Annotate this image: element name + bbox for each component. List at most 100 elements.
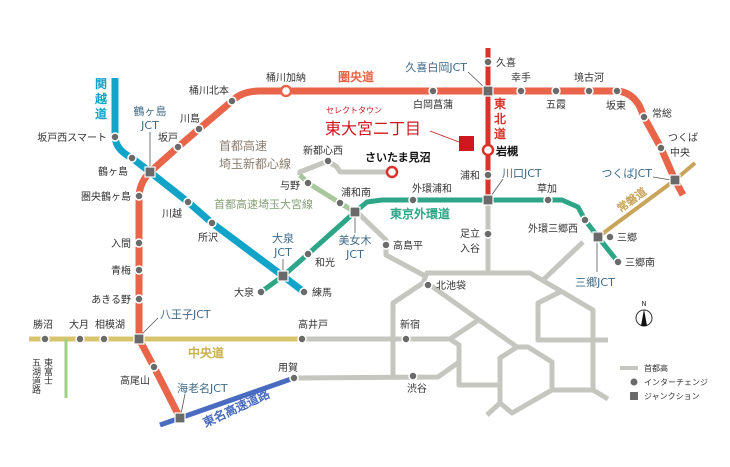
ic-dot[interactable] bbox=[408, 195, 418, 205]
ic-dot[interactable] bbox=[75, 334, 85, 344]
ic-dot[interactable] bbox=[639, 112, 649, 122]
ic-dot[interactable] bbox=[297, 334, 307, 344]
compass-needle-icon bbox=[641, 309, 647, 326]
label-kanetsudo: 関 越 道 bbox=[94, 77, 108, 121]
jct-ebina[interactable] bbox=[174, 412, 186, 424]
ic-dot[interactable] bbox=[613, 257, 623, 267]
label-jct-kuki-shiraoka: 久喜白岡JCT bbox=[405, 60, 467, 74]
compass: N bbox=[635, 300, 653, 327]
ic-dot[interactable] bbox=[423, 280, 433, 290]
label-satte: 幸手 bbox=[511, 71, 531, 84]
ic-dot[interactable] bbox=[110, 132, 120, 142]
label-yoga: 用賀 bbox=[278, 362, 298, 374]
ic-dot[interactable] bbox=[335, 198, 345, 208]
legend-shuto-label: 首都高 bbox=[644, 363, 668, 373]
ic-dot[interactable] bbox=[183, 197, 193, 207]
ic-dot[interactable] bbox=[134, 294, 144, 304]
ic-dot[interactable] bbox=[516, 86, 526, 96]
ic-dot[interactable] bbox=[483, 229, 493, 239]
jct-misato[interactable] bbox=[592, 231, 604, 243]
label-akiruno: あきる野 bbox=[91, 294, 131, 306]
legend-jct-icon bbox=[630, 392, 638, 400]
ic-dot[interactable] bbox=[580, 215, 590, 225]
highlight-title[interactable]: 東大宮二丁目 bbox=[325, 119, 421, 138]
ic-dot[interactable] bbox=[303, 249, 313, 259]
ic-ring-okegawa-kano[interactable] bbox=[279, 84, 293, 98]
ic-dot[interactable] bbox=[483, 57, 493, 67]
ic-dot[interactable] bbox=[227, 96, 237, 106]
ic-dot[interactable] bbox=[149, 362, 159, 372]
label-adachi-iriya-1: 足立 bbox=[460, 227, 480, 240]
ic-dot[interactable] bbox=[428, 86, 438, 96]
ic-dot[interactable] bbox=[173, 142, 183, 152]
label-katsunuma: 勝沼 bbox=[33, 318, 53, 331]
label-tsukuba-chuo-2: 中央 bbox=[670, 146, 690, 159]
ic-ring-saitama-minuma[interactable] bbox=[385, 165, 399, 179]
label-iruma: 入間 bbox=[111, 238, 131, 250]
label-kita-ikebukuro: 北池袋 bbox=[436, 279, 466, 292]
ic-dot[interactable] bbox=[584, 86, 594, 96]
ic-dot[interactable] bbox=[612, 86, 622, 96]
label-jct-bijogi-2: JCT bbox=[345, 248, 364, 261]
ic-dot[interactable] bbox=[408, 371, 418, 381]
label-misato: 三郷 bbox=[617, 232, 637, 244]
label-urawa: 浦和 bbox=[460, 169, 480, 182]
jct-hachioji[interactable] bbox=[133, 333, 145, 345]
label-gaikan-misato-nishi: 外環三郷西 bbox=[528, 223, 578, 235]
label-joso: 常総 bbox=[652, 107, 672, 120]
label-tohokudo-2: 北 bbox=[494, 111, 506, 126]
label-sakaikoga: 境古河 bbox=[574, 71, 604, 84]
ic-dot[interactable] bbox=[99, 334, 109, 344]
label-gaikan-urawa: 外環浦和 bbox=[412, 182, 452, 195]
label-okegawa-kano: 桶川加納 bbox=[266, 71, 306, 84]
label-shibuya: 渋谷 bbox=[407, 382, 427, 395]
label-kanetsudo-2: 越 bbox=[94, 91, 108, 106]
ic-dot[interactable] bbox=[543, 195, 553, 205]
omiya-line bbox=[298, 173, 357, 215]
label-kuki: 久喜 bbox=[496, 56, 516, 69]
ic-dot[interactable] bbox=[127, 153, 137, 163]
ic-dot[interactable] bbox=[299, 287, 309, 297]
ic-dot[interactable] bbox=[303, 178, 313, 188]
label-kawagoe: 川越 bbox=[162, 207, 182, 220]
label-kanetsudo-1: 関 bbox=[95, 77, 107, 91]
compass-north-label: N bbox=[641, 300, 646, 308]
ic-dot[interactable] bbox=[401, 334, 411, 344]
jct-tsukuba[interactable] bbox=[669, 174, 681, 186]
jct-kawaguchi[interactable] bbox=[482, 194, 494, 206]
label-iwatsuki: 岩槻 bbox=[495, 144, 518, 158]
ic-dot[interactable] bbox=[605, 232, 615, 242]
label-sakado-nishi: 坂戸西スマート bbox=[37, 132, 107, 144]
ic-dot[interactable] bbox=[134, 191, 144, 201]
ic-dot[interactable] bbox=[207, 218, 217, 228]
highlight-sub: セレクトタウン bbox=[326, 106, 382, 115]
jct-oizumi[interactable] bbox=[277, 270, 289, 282]
label-jct-kawaguchi: 川口JCT bbox=[502, 167, 542, 180]
ic-dot[interactable] bbox=[134, 238, 144, 248]
jct-kuki-shiraoka[interactable] bbox=[482, 85, 494, 97]
label-jct-tsurugashima-2: JCT bbox=[140, 119, 159, 132]
ic-dot[interactable] bbox=[134, 265, 144, 275]
label-sakado: 坂戸 bbox=[158, 132, 178, 144]
ic-dot[interactable] bbox=[194, 124, 204, 134]
ic-dot[interactable] bbox=[483, 170, 493, 180]
jct-tsurugashima[interactable] bbox=[144, 166, 156, 178]
shuto-network bbox=[293, 158, 610, 417]
ic-dot[interactable] bbox=[656, 143, 666, 153]
ic-dot[interactable] bbox=[551, 86, 561, 96]
ic-dot[interactable] bbox=[40, 334, 50, 344]
station-labels: 坂戸西スマート 鶴ヶ島 圏央鶴ヶ島 入間 青梅 あきる野 坂戸 川島 桶川北本 … bbox=[33, 56, 698, 395]
label-tsurugashima: 鶴ヶ島 bbox=[98, 165, 128, 178]
ic-dot[interactable] bbox=[323, 156, 333, 166]
label-goka: 五霞 bbox=[546, 99, 566, 111]
jct-bijogi[interactable] bbox=[349, 206, 361, 218]
label-fujigoko-2: 五湖道路 bbox=[30, 358, 41, 395]
label-fujigoko-1: 東富士 bbox=[42, 357, 53, 385]
ic-ring-iwatsuki[interactable] bbox=[481, 143, 495, 157]
label-tohokudo-1: 東 bbox=[494, 96, 506, 111]
highlight-marker[interactable] bbox=[459, 136, 474, 151]
ic-dot[interactable] bbox=[289, 373, 299, 383]
ic-dot[interactable] bbox=[256, 287, 266, 297]
ic-dot[interactable] bbox=[381, 240, 391, 250]
